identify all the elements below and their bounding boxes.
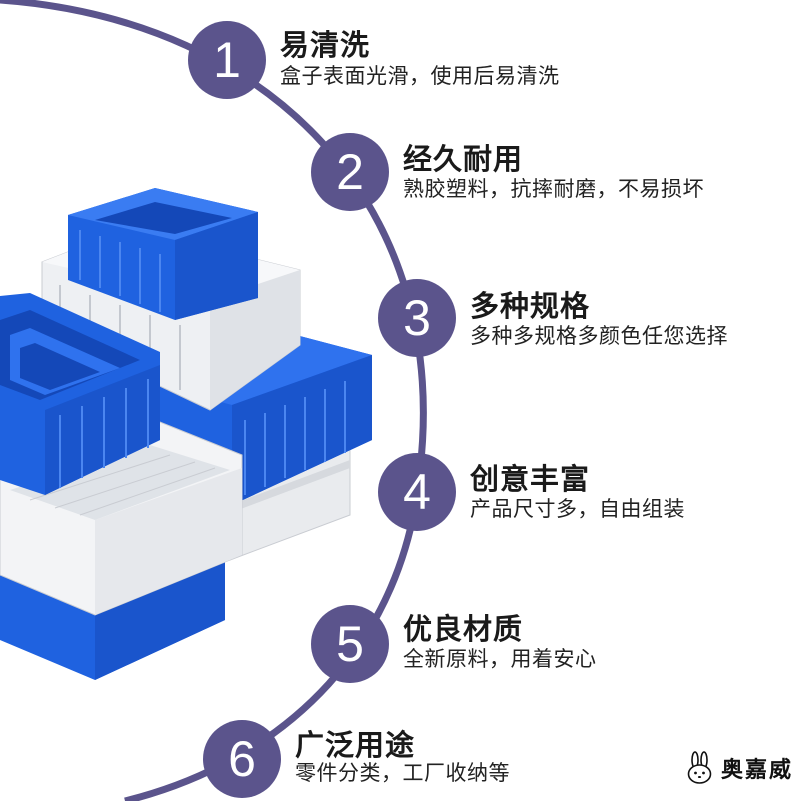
feature-title: 优良材质 [403, 612, 524, 646]
feature-description: 全新原料，用着安心 [403, 647, 597, 671]
feature-title: 多种规格 [470, 289, 591, 323]
brand-name: 奥嘉威 [720, 758, 793, 783]
feature-title: 经久耐用 [403, 142, 524, 176]
rabbit-logo-icon [687, 751, 712, 784]
feature-title: 创意丰富 [470, 462, 591, 496]
step-number-badge: 4 [378, 453, 456, 531]
feature-title: 易清洗 [280, 28, 371, 62]
step-number-badge: 6 [203, 720, 281, 798]
brand-logo: 奥嘉威 [683, 751, 793, 785]
feature-description: 多种多规格多颜色任您选择 [470, 324, 728, 348]
feature-title: 广泛用途 [295, 728, 416, 762]
step-number-badge: 1 [188, 21, 266, 99]
feature-description: 产品尺寸多，自由组装 [470, 497, 685, 521]
step-number-badge: 2 [311, 133, 389, 211]
step-number-badge: 5 [311, 605, 389, 683]
feature-description: 熟胶塑料，抗摔耐磨，不易损坏 [403, 177, 704, 201]
feature-description: 盒子表面光滑，使用后易清洗 [280, 64, 560, 88]
step-number-badge: 3 [378, 279, 456, 357]
feature-description: 零件分类，工厂收纳等 [295, 761, 510, 785]
